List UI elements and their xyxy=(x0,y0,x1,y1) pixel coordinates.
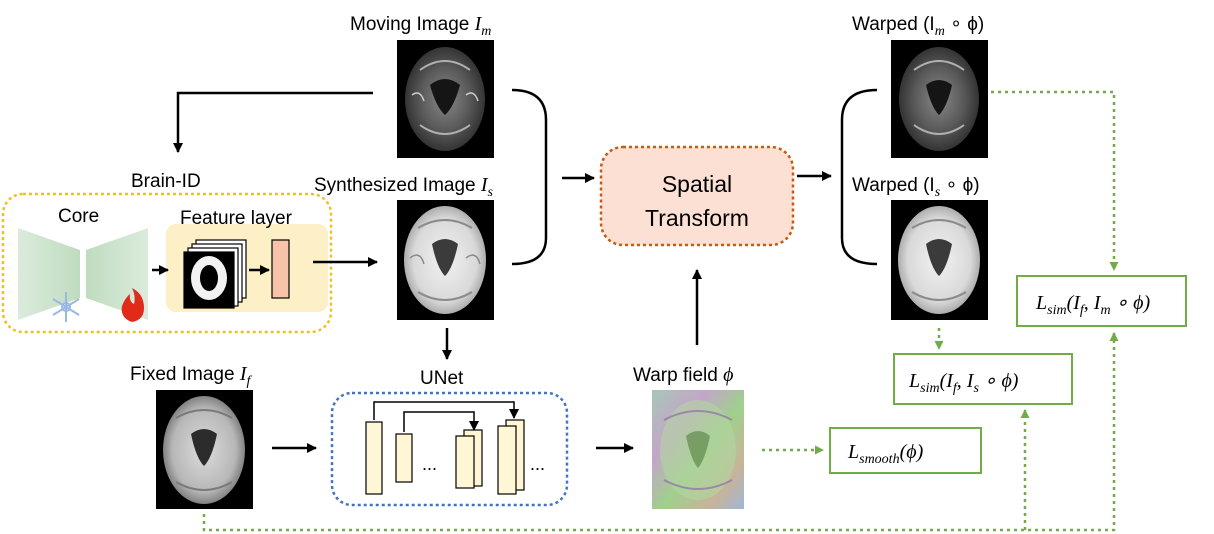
core-label: Core xyxy=(58,206,99,227)
spatial-transform-line1: Spatial xyxy=(662,171,732,197)
fixed-image-label: Fixed Image If xyxy=(130,363,253,389)
fixed-to-loss-m-line xyxy=(202,332,1119,532)
warped-synth-image xyxy=(891,200,988,320)
spatial-transform-box xyxy=(599,145,795,247)
warped-s-label: Warped (Is ∘ ϕ) xyxy=(852,175,980,200)
warp-field-label: Warp field ϕ xyxy=(633,364,733,386)
output-bracket xyxy=(840,88,878,266)
synth-image-label: Synthesized Image Is xyxy=(314,174,494,200)
loss-smooth-text: Lsmooth(ϕ) xyxy=(847,441,924,467)
warped-m-to-loss-line xyxy=(991,90,1119,271)
warped-m-label: Warped (Im ∘ ϕ) xyxy=(852,14,984,39)
moving-to-brainid-arrow xyxy=(173,91,373,153)
core-left-trapezoid xyxy=(18,228,80,320)
flame-icon xyxy=(121,288,144,322)
feature-stack xyxy=(183,239,247,309)
warp-field-image xyxy=(652,390,744,509)
unet-dots-2: ... xyxy=(530,454,545,474)
loss-sim-m-text: Lsim(If, Im ∘ ϕ) xyxy=(1035,292,1150,318)
spatial-transform-line2: Transform xyxy=(645,205,749,231)
moving-image-label: Moving Image Im xyxy=(350,13,491,39)
core-right-trapezoid xyxy=(86,228,148,320)
moving-image xyxy=(397,40,494,158)
feature-bar xyxy=(271,239,290,299)
fixed-image xyxy=(156,390,253,509)
synthesized-image xyxy=(397,200,494,320)
input-bracket xyxy=(511,88,548,266)
unet-box xyxy=(330,391,569,507)
loss-sim-s-text: Lsim(If, Is ∘ ϕ) xyxy=(908,370,1019,396)
loss-sim-s-box xyxy=(893,353,1073,405)
loss-smooth-box xyxy=(829,427,982,474)
unet-dots-1: ... xyxy=(422,454,437,474)
warped-moving-image xyxy=(891,40,988,158)
brain-id-label: Brain-ID xyxy=(131,171,201,192)
unet-label: UNet xyxy=(420,368,464,389)
feature-layer-label: Feature layer xyxy=(180,208,293,229)
snowflake-icon xyxy=(52,292,80,322)
unet-diagram xyxy=(365,401,525,495)
loss-sim-m-box xyxy=(1016,275,1187,327)
